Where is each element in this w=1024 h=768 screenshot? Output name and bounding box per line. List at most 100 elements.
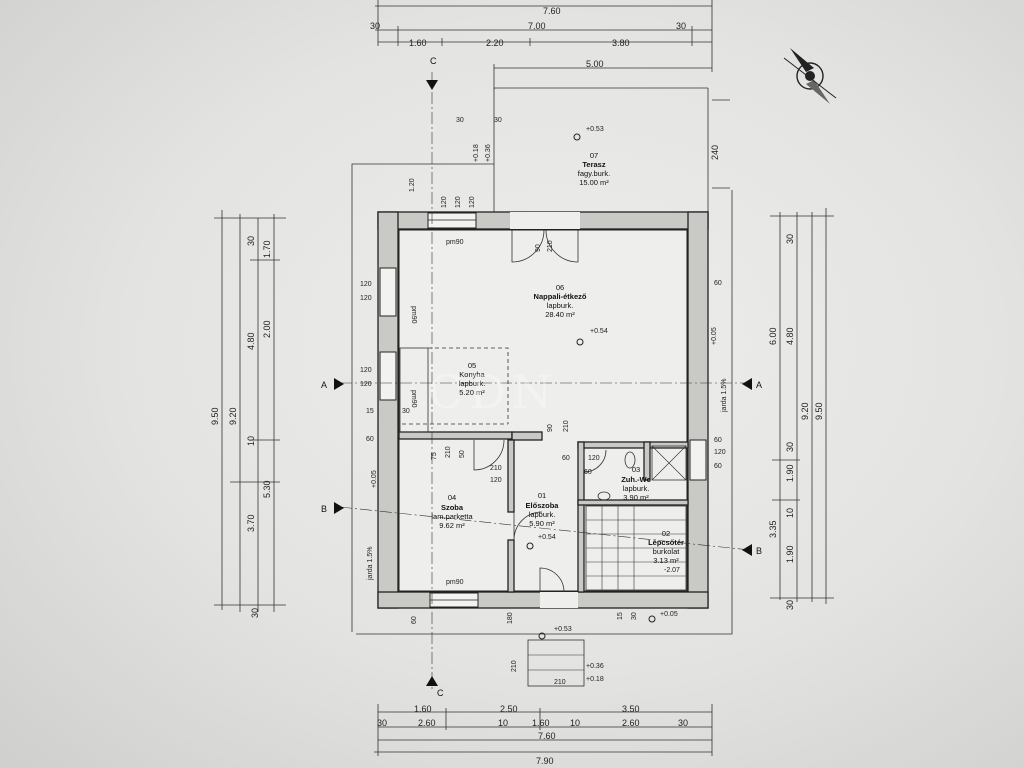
svg-text:3.90 m²: 3.90 m²: [623, 493, 649, 502]
dim-bottom-r2-4: 1.60: [532, 718, 550, 728]
dim-top-seg-1: 1.60: [409, 38, 427, 48]
dim-right-11: 30: [785, 442, 795, 452]
level-entrance: +0.53: [554, 626, 572, 633]
svg-text:60: 60: [584, 469, 592, 476]
svg-text:15: 15: [366, 408, 374, 415]
level-living: +0.54: [590, 328, 608, 335]
svg-text:Terasz: Terasz: [582, 160, 605, 169]
svg-text:30: 30: [494, 117, 502, 124]
dim-bottom-overall-inner: 7.60: [538, 731, 556, 741]
svg-text:Előszoba: Előszoba: [526, 501, 560, 510]
dim-left-6: 2.00: [262, 320, 272, 338]
svg-text:210: 210: [490, 465, 502, 472]
svg-text:15: 15: [617, 612, 624, 620]
svg-text:120: 120: [360, 281, 372, 288]
opening-left-1: pm90: [410, 306, 417, 324]
svg-text:lapburk.: lapburk.: [623, 484, 650, 493]
section-lines: [334, 72, 752, 690]
dim-left-9: 10: [246, 436, 256, 446]
svg-text:07: 07: [590, 151, 598, 160]
dim-right-1: 6.00: [768, 327, 778, 345]
slope-left: jarda 1.5%: [367, 547, 374, 581]
dim-right-2: 4.80: [785, 327, 795, 345]
opening-left-2: pm90: [410, 390, 417, 408]
dim-bottom-r2-3: 10: [498, 718, 508, 728]
room-label-zuhany-wc: 03 Zuh.-Wc lapburk. 3.90 m²: [621, 465, 651, 502]
svg-text:60: 60: [714, 280, 722, 287]
dim-bottom-r1-3: 3.50: [622, 704, 640, 714]
section-label-a-right: A: [756, 380, 762, 390]
dim-top-edge-right: 30: [676, 21, 686, 31]
dim-terrace-depth: 240: [710, 145, 720, 160]
dim-right-5: 3.35: [768, 520, 778, 538]
room-label-lepcsoter: 02 Lépcsőtér burkolat 3.13 m²: [648, 529, 684, 565]
svg-text:05: 05: [468, 361, 476, 370]
svg-text:1.20: 1.20: [409, 178, 416, 192]
svg-text:60: 60: [562, 455, 570, 462]
svg-text:Lépcsőtér: Lépcsőtér: [648, 538, 684, 547]
section-label-c-bottom: C: [437, 688, 444, 698]
svg-text:30: 30: [631, 612, 638, 620]
svg-text:120: 120: [490, 477, 502, 484]
svg-text:15.00 m²: 15.00 m²: [579, 178, 609, 187]
svg-text:120: 120: [360, 381, 372, 388]
svg-text:90: 90: [547, 424, 554, 432]
slope-right: jarda 1.5%: [721, 379, 728, 413]
dim-left-3: 4.80: [246, 332, 256, 350]
section-label-b-left: B: [321, 504, 327, 514]
svg-text:120: 120: [360, 367, 372, 374]
level-hall: +0.54: [538, 534, 556, 541]
dim-bottom-r1-2: 2.50: [500, 704, 518, 714]
dim-right-9: 30: [785, 600, 795, 610]
svg-text:04: 04: [448, 493, 456, 502]
dim-bottom-r1-1: 1.60: [414, 704, 432, 714]
section-label-b-right: B: [756, 546, 762, 556]
svg-text:3.13 m²: 3.13 m²: [653, 556, 679, 565]
dim-right-3: 9.20: [800, 402, 810, 420]
svg-text:02: 02: [662, 529, 670, 538]
svg-text:burkolat: burkolat: [653, 547, 681, 556]
opening-top: pm90: [446, 239, 464, 246]
svg-text:120: 120: [714, 449, 726, 456]
site-outline-bottom: [356, 190, 733, 635]
level-terrace-step-2: +0.36: [485, 144, 492, 162]
openings: [379, 212, 707, 608]
north-arrow-icon: [783, 48, 837, 104]
svg-text:5.90 m²: 5.90 m²: [529, 519, 555, 528]
svg-text:120: 120: [360, 295, 372, 302]
dim-left-4: 3.70: [246, 514, 256, 532]
watermark: CDN: [428, 365, 558, 419]
dim-right-6: 1.90: [785, 464, 795, 482]
level-marker-icons: [526, 133, 656, 640]
svg-text:lapburk.: lapburk.: [547, 301, 574, 310]
dim-top-seg-2: 2.20: [486, 38, 504, 48]
svg-text:90: 90: [535, 244, 542, 252]
opening-bottom: pm90: [446, 579, 464, 586]
svg-text:Zuh.-Wc: Zuh.-Wc: [621, 475, 651, 484]
svg-text:60: 60: [714, 437, 722, 444]
svg-text:120: 120: [455, 196, 462, 208]
dim-left-2: 9.20: [228, 407, 238, 425]
room-label-eloszoba: 01 Előszoba lapburk. 5.90 m²: [526, 491, 560, 528]
svg-text:210: 210: [563, 420, 570, 432]
svg-text:9.62 m²: 9.62 m²: [439, 521, 465, 530]
site-outline-left: [351, 163, 494, 632]
left-dimension-lines: [214, 210, 286, 612]
svg-text:5.20 m²: 5.20 m²: [459, 388, 485, 397]
dim-top-seg-3: 3.80: [612, 38, 630, 48]
bottom-dimension-lines: [374, 704, 713, 756]
dim-top-terrace: 5.00: [586, 59, 604, 69]
level-stair-out: +0.05: [660, 611, 678, 618]
svg-text:60: 60: [366, 436, 374, 443]
right-dimension-lines: [770, 208, 834, 604]
dim-right-10: 10: [785, 508, 795, 518]
svg-text:Nappali-étkező: Nappali-étkező: [534, 292, 587, 301]
svg-text:210: 210: [554, 679, 566, 686]
svg-text:30: 30: [456, 117, 464, 124]
room-label-konyha: 05 Konyha lapburk. 5.20 m²: [459, 361, 486, 397]
entrance-steps: [527, 639, 585, 687]
dim-bottom-r2-7: 30: [678, 718, 688, 728]
svg-text:210: 210: [445, 446, 452, 458]
level-terrace: +0.53: [586, 126, 604, 133]
